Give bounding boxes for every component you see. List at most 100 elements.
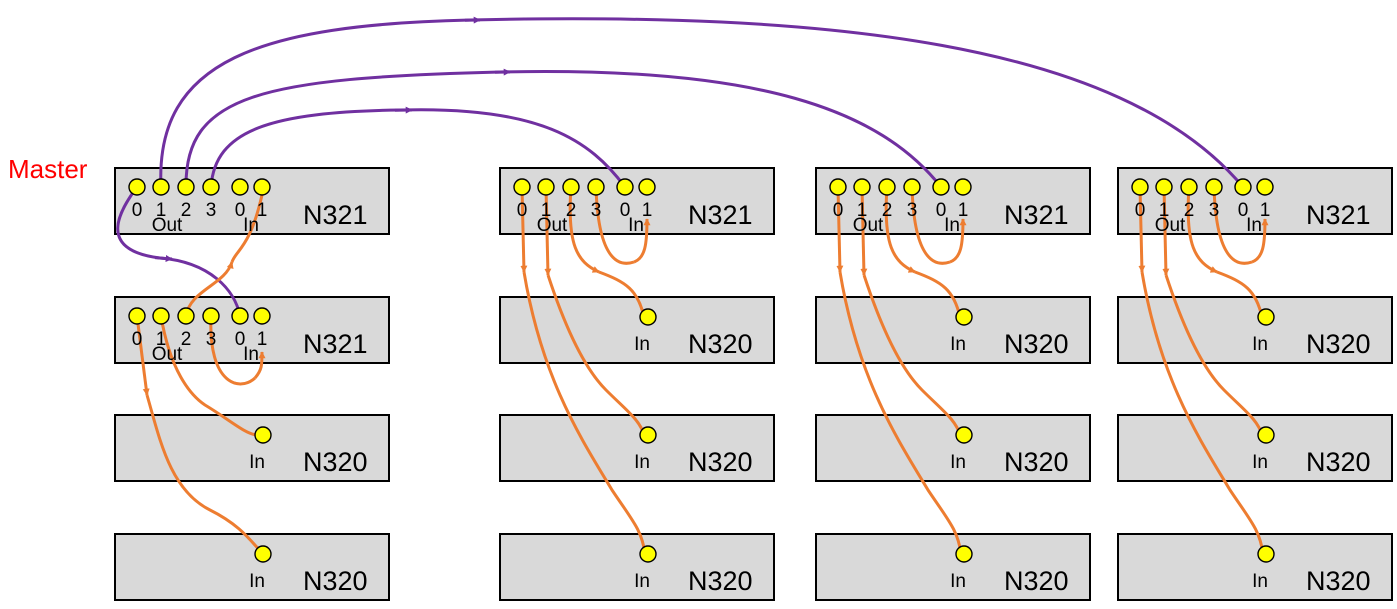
out-group-label: Out bbox=[537, 215, 568, 236]
port-connector bbox=[202, 178, 220, 196]
cascade-link bbox=[1216, 270, 1264, 318]
device-box bbox=[499, 296, 775, 364]
port-number-label: 1 bbox=[257, 200, 268, 221]
device-model-label: N320 bbox=[688, 566, 753, 596]
cascade-link bbox=[145, 394, 265, 556]
device-unit: N320 bbox=[1117, 296, 1393, 364]
port-number-label: 3 bbox=[206, 200, 217, 221]
device-box bbox=[114, 533, 390, 601]
device-model-label: N321 bbox=[1004, 200, 1069, 230]
cascade-link bbox=[544, 186, 552, 276]
cascade-link bbox=[633, 218, 651, 264]
port-number-label: 3 bbox=[591, 200, 602, 221]
device-box bbox=[815, 414, 1091, 482]
in-port-label: In bbox=[249, 452, 265, 473]
port-number-label: 2 bbox=[566, 200, 577, 221]
cascade-link bbox=[568, 186, 600, 274]
device-box bbox=[815, 296, 1091, 364]
device-unit: N320 bbox=[499, 533, 775, 601]
in-port-connector bbox=[1257, 426, 1275, 444]
device-box bbox=[1117, 296, 1393, 364]
cascade-link bbox=[862, 274, 962, 436]
port-connector bbox=[253, 307, 271, 325]
port-number-label: 0 bbox=[936, 200, 947, 221]
port-connector bbox=[177, 178, 195, 196]
in-port-label: In bbox=[634, 334, 650, 355]
device-unit: N320 bbox=[114, 533, 390, 601]
cascade-link bbox=[1251, 218, 1269, 264]
port-number-label: 0 bbox=[132, 200, 143, 221]
in-port-label: In bbox=[634, 452, 650, 473]
cascade-link bbox=[230, 194, 264, 263]
cascade-link bbox=[910, 186, 951, 265]
in-port-label: In bbox=[950, 334, 966, 355]
port-connector bbox=[128, 307, 146, 325]
port-group: In bbox=[634, 426, 657, 473]
port-connector bbox=[562, 178, 580, 196]
port-group: In bbox=[249, 426, 272, 473]
cascade-link bbox=[1164, 274, 1264, 436]
port-connector bbox=[638, 178, 656, 196]
port-number-label: 0 bbox=[620, 200, 631, 221]
cascade-link bbox=[1212, 186, 1253, 265]
port-number-label: 1 bbox=[857, 200, 868, 221]
port-connector bbox=[1234, 178, 1252, 196]
port-connector bbox=[903, 178, 921, 196]
cascade-link bbox=[594, 186, 635, 265]
in-port-connector bbox=[254, 426, 272, 444]
in-port-connector bbox=[955, 426, 973, 444]
port-connector bbox=[128, 178, 146, 196]
in-port-connector bbox=[1257, 308, 1275, 326]
device-model-label: N321 bbox=[688, 200, 753, 230]
cascade-link bbox=[598, 270, 646, 318]
in-port-label: In bbox=[249, 571, 265, 592]
in-port-label: In bbox=[950, 571, 966, 592]
port-connector bbox=[878, 178, 896, 196]
port-group: In bbox=[1252, 426, 1275, 473]
device-model-label: N320 bbox=[1306, 447, 1371, 477]
in-group-label: In bbox=[628, 215, 644, 236]
cascade-link bbox=[1138, 186, 1146, 273]
device-model-label: N321 bbox=[303, 329, 368, 359]
port-number-label: 1 bbox=[541, 200, 552, 221]
in-port-connector bbox=[254, 545, 272, 563]
port-group: In bbox=[249, 545, 272, 592]
port-connector bbox=[853, 178, 871, 196]
device-unit: N320 bbox=[499, 414, 775, 482]
device-model-label: N320 bbox=[303, 566, 368, 596]
device-unit: N320 bbox=[1117, 533, 1393, 601]
cascade-link bbox=[135, 315, 150, 396]
port-number-label: 0 bbox=[1135, 200, 1146, 221]
cascade-link bbox=[209, 315, 257, 386]
port-number-label: 1 bbox=[257, 329, 268, 350]
port-connector bbox=[202, 307, 220, 325]
port-connector bbox=[253, 178, 271, 196]
port-number-label: 0 bbox=[833, 200, 844, 221]
in-group-label: In bbox=[944, 215, 960, 236]
device-model-label: N320 bbox=[1004, 447, 1069, 477]
cascade-link bbox=[949, 218, 967, 264]
device-model-label: N320 bbox=[303, 447, 368, 477]
port-connector bbox=[537, 178, 555, 196]
device-model-label: N320 bbox=[688, 447, 753, 477]
device-unit: N320 bbox=[815, 296, 1091, 364]
device-boxes: N321N321N320N320N321N320N320N320N321N320… bbox=[114, 167, 1393, 601]
port-connector bbox=[1205, 178, 1223, 196]
port-number-label: 0 bbox=[235, 329, 246, 350]
in-group-label: In bbox=[243, 344, 259, 365]
port-connector bbox=[1155, 178, 1173, 196]
port-connector bbox=[932, 178, 950, 196]
port-number-label: 0 bbox=[1238, 200, 1249, 221]
device-box bbox=[114, 414, 390, 482]
master-link-col4 bbox=[159, 17, 1245, 188]
cascade-link bbox=[836, 186, 844, 273]
port-number-label: 0 bbox=[132, 329, 143, 350]
port-connector bbox=[177, 307, 195, 325]
port-group: In bbox=[634, 308, 657, 355]
in-port-connector bbox=[955, 308, 973, 326]
cascade-link bbox=[522, 271, 647, 555]
in-port-label: In bbox=[1252, 571, 1268, 592]
